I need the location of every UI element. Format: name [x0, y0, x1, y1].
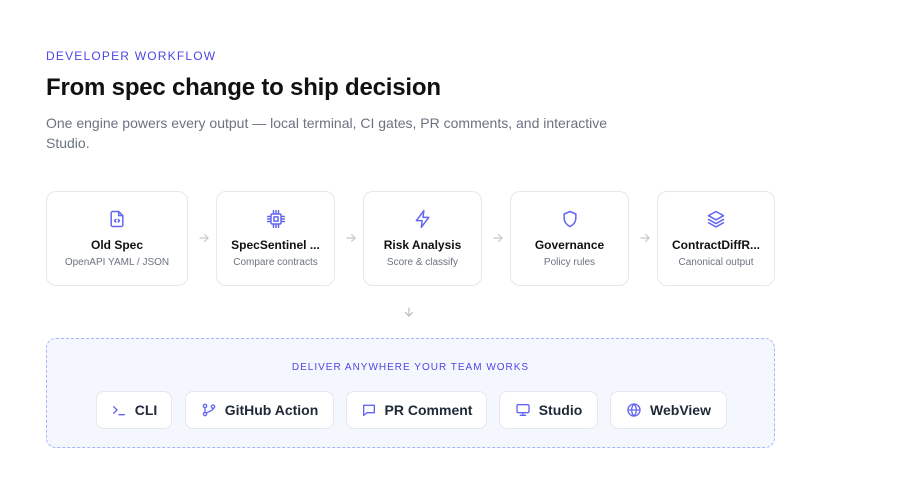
channel-label: Studio: [538, 402, 583, 418]
pipeline-step-risk-analysis[interactable]: Risk Analysis Score & classify: [363, 191, 482, 286]
step-title: SpecSentinel ...: [231, 238, 320, 252]
layers-icon: [706, 209, 726, 229]
monitor-icon: [515, 402, 531, 418]
lightning-bolt-icon: [413, 209, 433, 229]
step-title: Old Spec: [90, 238, 143, 252]
arrow-right-icon: [491, 231, 505, 245]
channel-label: WebView: [650, 402, 711, 418]
step-title: Risk Analysis: [383, 238, 462, 252]
channel-github-action-button[interactable]: GitHub Action: [185, 391, 334, 429]
arrow-right-icon: [344, 231, 358, 245]
arrow-right-icon: [638, 231, 652, 245]
page-subtitle: One engine powers every output — local t…: [46, 115, 608, 151]
delivery-label: DELIVER ANYWHERE YOUR TEAM WORKS: [291, 362, 530, 373]
channel-label: PR Comment: [384, 402, 473, 418]
comment-icon: [361, 402, 377, 418]
step-description: Compare contracts: [233, 257, 318, 268]
channel-webview-button[interactable]: WebView: [610, 391, 727, 429]
step-title: ContractDiffR...: [672, 238, 760, 252]
step-description: Policy rules: [543, 257, 596, 268]
git-branch-icon: [201, 402, 217, 418]
globe-icon: [626, 402, 642, 418]
pipeline-step-old-spec[interactable]: Old Spec OpenAPI YAML / JSON: [46, 191, 188, 286]
cpu-chip-icon: [266, 209, 286, 229]
arrow-down-icon: [402, 305, 416, 319]
channel-cli-button[interactable]: CLI: [96, 391, 172, 429]
step-description: Score & classify: [386, 257, 459, 268]
eyebrow-label: DEVELOPER WORKFLOW: [46, 49, 217, 63]
step-description: OpenAPI YAML / JSON: [64, 257, 170, 268]
pipeline-step-governance[interactable]: Governance Policy rules: [510, 191, 629, 286]
delivery-panel: DELIVER ANYWHERE YOUR TEAM WORKS CLI Git…: [46, 338, 775, 448]
pipeline-flow: Old Spec OpenAPI YAML / JSON SpecSentine…: [46, 191, 775, 286]
step-title: Governance: [534, 238, 605, 252]
arrow-right-icon: [197, 231, 211, 245]
channel-pr-comment-button[interactable]: PR Comment: [346, 391, 487, 429]
terminal-icon: [111, 402, 127, 418]
channel-label: GitHub Action: [224, 402, 319, 418]
channel-studio-button[interactable]: Studio: [499, 391, 598, 429]
pipeline-step-specsentinel[interactable]: SpecSentinel ... Compare contracts: [216, 191, 335, 286]
file-code-icon: [107, 209, 127, 229]
channel-label: CLI: [134, 402, 158, 418]
shield-icon: [560, 209, 580, 229]
page-title: From spec change to ship decision: [46, 74, 441, 101]
pipeline-step-contractdiff[interactable]: ContractDiffR... Canonical output: [657, 191, 775, 286]
step-description: Canonical output: [678, 257, 754, 268]
